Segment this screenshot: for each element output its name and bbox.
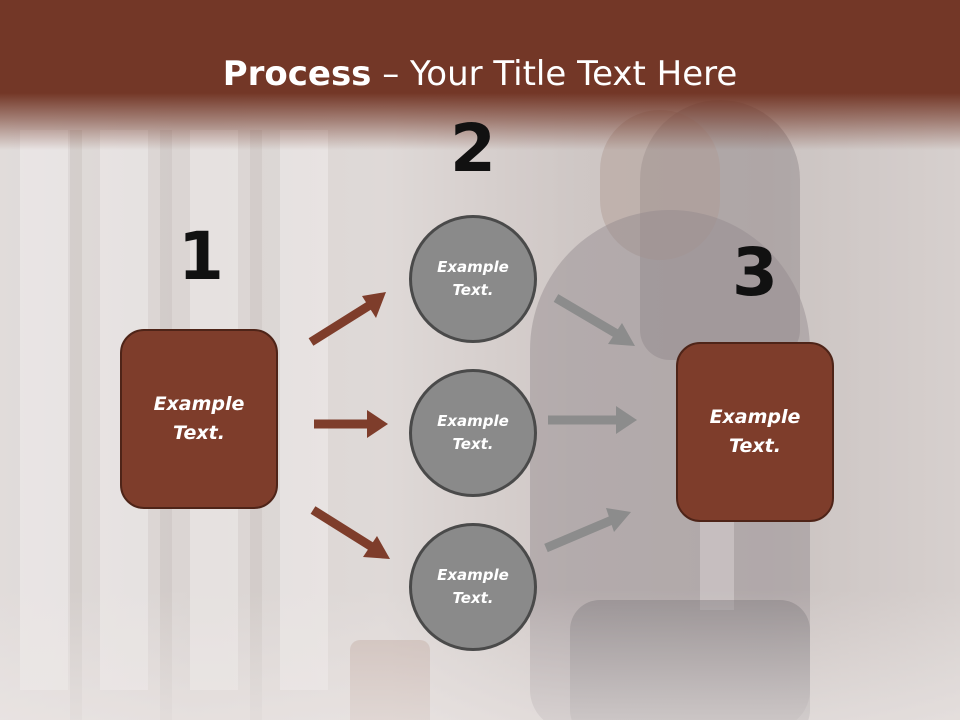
step-1-text: Example Text. bbox=[153, 393, 245, 444]
header-banner: Process – Your Title Text Here bbox=[0, 0, 960, 150]
step-2-circle-bottom: Example Text. bbox=[409, 523, 537, 651]
step-number-1: 1 bbox=[178, 218, 224, 295]
page-title: Process – Your Title Text Here bbox=[0, 54, 960, 94]
title-bold: Process bbox=[222, 54, 372, 94]
circle-text: Example Text. bbox=[437, 566, 509, 607]
step-3-text: Example Text. bbox=[709, 406, 801, 457]
step-2-circle-top: Example Text. bbox=[409, 215, 537, 343]
window-pillar bbox=[70, 130, 82, 720]
step-number-2: 2 bbox=[450, 110, 496, 187]
arrow-right-icon bbox=[553, 294, 635, 346]
title-rest: – Your Title Text Here bbox=[371, 54, 738, 94]
arrow-right-icon bbox=[544, 508, 631, 553]
step-2-circle-middle: Example Text. bbox=[409, 369, 537, 497]
circle-text: Example Text. bbox=[437, 258, 509, 299]
arrow-right-icon bbox=[308, 292, 386, 346]
arrow-right-icon bbox=[310, 506, 390, 559]
step-1-box: Example Text. bbox=[120, 329, 278, 509]
circle-text: Example Text. bbox=[437, 412, 509, 453]
step-number-3: 3 bbox=[732, 234, 778, 311]
step-3-box: Example Text. bbox=[676, 342, 834, 522]
arrow-right-icon bbox=[314, 410, 388, 438]
arrow-right-icon bbox=[548, 406, 637, 434]
